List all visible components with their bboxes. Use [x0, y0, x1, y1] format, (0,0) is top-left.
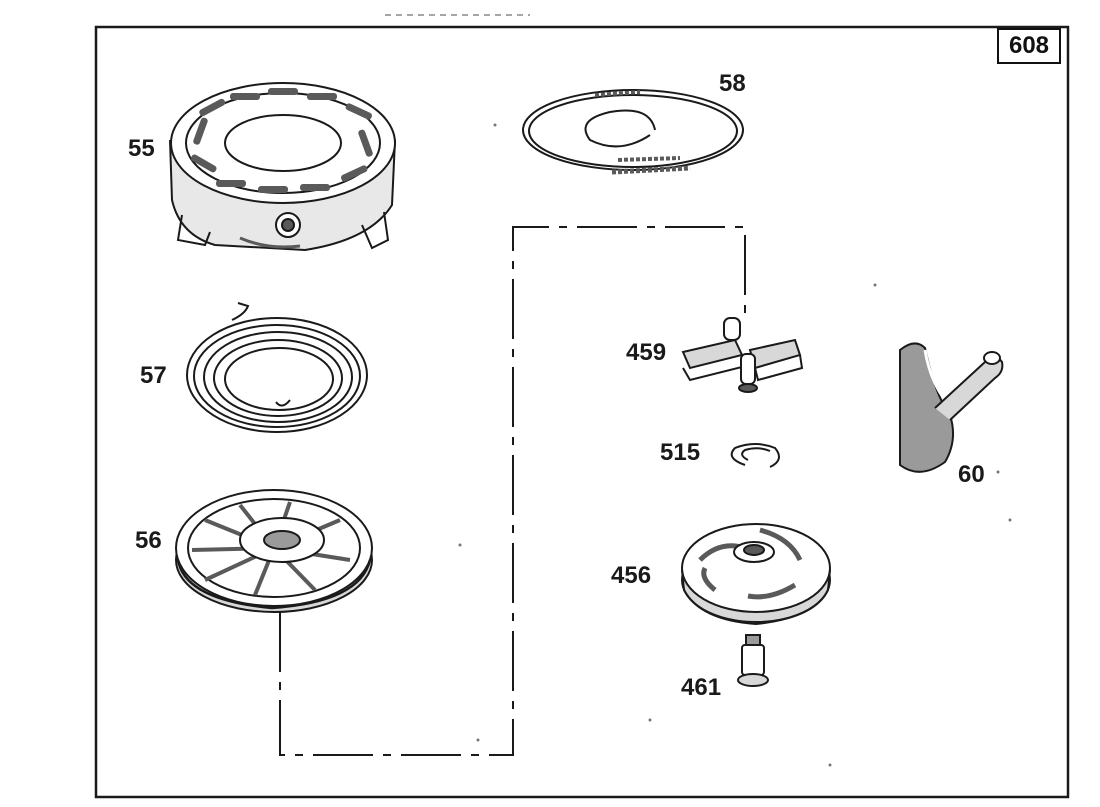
diagram-frame — [94, 25, 1070, 799]
part-number-pulley: 56 — [135, 527, 162, 554]
part-number-handle: 60 — [958, 461, 985, 488]
cup-illustration — [681, 523, 831, 626]
retainer-ring-illustration — [730, 443, 780, 468]
rewind-spring-illustration — [186, 302, 368, 433]
scan-specks — [458, 123, 1012, 767]
part-number-rope: 58 — [719, 70, 746, 97]
part-number-screw: 461 — [681, 674, 722, 701]
part-number-cover: 55 — [128, 135, 155, 162]
rope-route-line — [279, 226, 746, 756]
part-number-dog: 459 — [626, 339, 667, 366]
pulley-illustration — [175, 489, 373, 613]
cover-illustration — [169, 82, 396, 252]
dog-illustration — [681, 317, 804, 393]
part-number-rewind-spring: 57 — [140, 362, 167, 389]
screw-illustration — [737, 634, 769, 687]
diagram-number: 608 — [1008, 32, 1050, 59]
diagram-number-badge: 608 — [997, 28, 1061, 64]
handle-illustration — [899, 342, 1004, 473]
part-number-cup: 456 — [611, 562, 652, 589]
part-number-retainer-ring: 515 — [660, 439, 701, 466]
rope-illustration — [522, 89, 744, 175]
